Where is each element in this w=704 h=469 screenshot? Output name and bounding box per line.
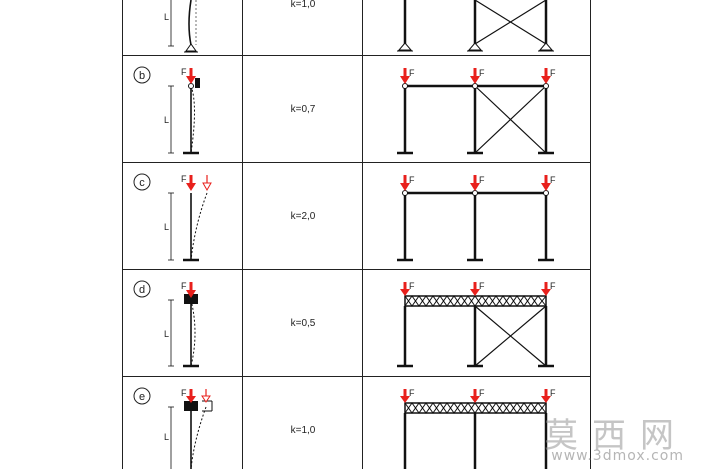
length-label-c: L bbox=[164, 222, 169, 232]
column-sketch-c bbox=[168, 192, 208, 262]
load-arrow-b bbox=[186, 68, 196, 84]
frame-c-force-label-2: F bbox=[479, 175, 485, 185]
frame-d-force-label-1: F bbox=[409, 281, 415, 291]
load-arrow-e bbox=[186, 389, 196, 403]
length-label-a: L bbox=[164, 12, 169, 22]
frame-c-force-label-3: F bbox=[550, 175, 556, 185]
frame-c-force-label-1: F bbox=[409, 175, 415, 185]
k-value-e: k=1,0 bbox=[291, 425, 316, 436]
case-label-e: e bbox=[133, 387, 151, 405]
frame-e-force-label-2: F bbox=[479, 388, 485, 398]
frame-d bbox=[397, 295, 554, 368]
force-label-c: F bbox=[181, 174, 187, 184]
svg-text:d: d bbox=[139, 284, 145, 296]
case-label-d: d bbox=[133, 280, 151, 298]
table-grid bbox=[122, 0, 591, 469]
frame-e-force-label-3: F bbox=[550, 388, 556, 398]
frame-b-force-label-3: F bbox=[550, 68, 556, 78]
case-label-b: b bbox=[133, 66, 151, 84]
frame-c-loads bbox=[400, 175, 551, 191]
load-arrow-e-displaced bbox=[201, 389, 211, 403]
case-label-c: c bbox=[133, 173, 151, 191]
frame-c bbox=[397, 190, 554, 262]
force-label-b: F bbox=[181, 67, 187, 77]
frame-d-loads bbox=[400, 282, 551, 296]
force-label-d: F bbox=[181, 281, 187, 291]
force-label-e: F bbox=[181, 388, 187, 398]
load-arrow-c-displaced bbox=[202, 175, 212, 192]
k-value-b: k=0,7 bbox=[291, 104, 316, 115]
frame-d-force-label-3: F bbox=[550, 281, 556, 291]
svg-text:e: e bbox=[139, 391, 145, 403]
frame-b bbox=[397, 83, 554, 155]
frame-e-force-label-1: F bbox=[409, 388, 415, 398]
frame-b-force-label-1: F bbox=[409, 68, 415, 78]
column-sketch-d bbox=[168, 294, 199, 368]
k-value-d: k=0,5 bbox=[291, 318, 316, 329]
column-sketch-a bbox=[168, 0, 198, 53]
k-value-a: k=1,0 bbox=[291, 0, 316, 10]
frame-a bbox=[397, 0, 554, 52]
frame-d-force-label-2: F bbox=[479, 281, 485, 291]
frame-e-loads bbox=[400, 389, 551, 403]
svg-text:b: b bbox=[139, 70, 145, 82]
k-value-c: k=2,0 bbox=[291, 211, 316, 222]
length-label-d: L bbox=[164, 329, 169, 339]
frame-e bbox=[403, 402, 548, 469]
frame-b-force-label-2: F bbox=[479, 68, 485, 78]
column-sketch-b bbox=[168, 78, 200, 155]
column-sketch-e bbox=[168, 400, 213, 469]
load-arrow-d bbox=[186, 282, 196, 298]
frame-b-loads bbox=[400, 68, 551, 84]
svg-text:c: c bbox=[139, 177, 145, 189]
length-label-b: L bbox=[164, 115, 169, 125]
length-label-e: L bbox=[164, 432, 169, 442]
load-arrow-c bbox=[186, 175, 196, 191]
